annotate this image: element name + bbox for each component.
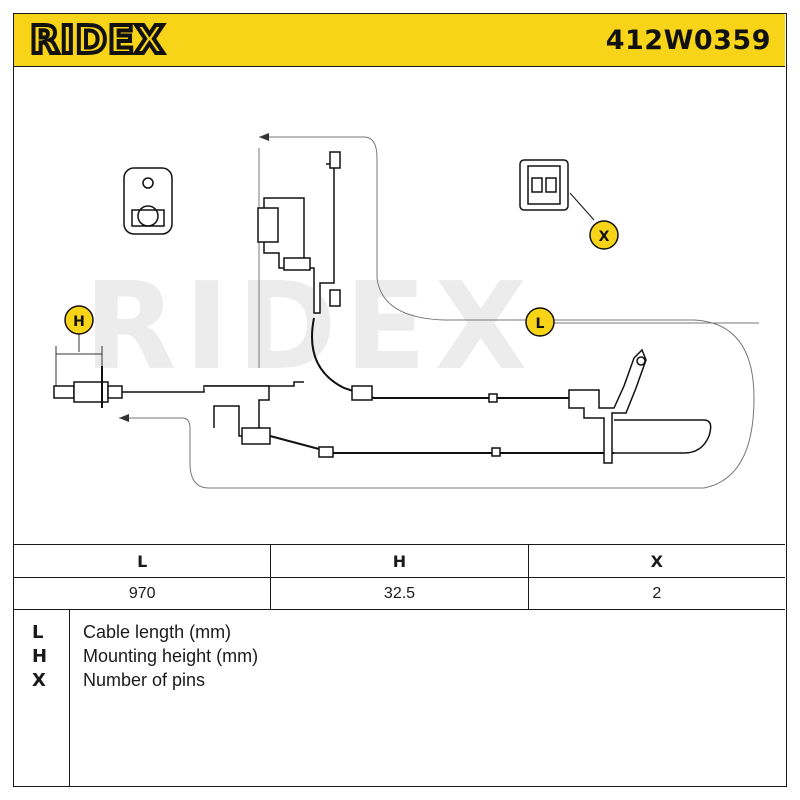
brand-logo: RIDEX bbox=[28, 20, 166, 60]
length-contour-line bbox=[119, 136, 755, 489]
callout-l-badge bbox=[525, 307, 555, 337]
header-bar: RIDEX 412W0359 bbox=[14, 14, 785, 67]
value-cell-x: 2 bbox=[652, 584, 662, 602]
callout-h-label: H bbox=[73, 314, 85, 330]
brand-logo-text: RIDEX bbox=[30, 20, 165, 60]
legend: L Cable length (mm) H Mounting height (m… bbox=[14, 610, 785, 786]
pin-face-inner bbox=[527, 165, 561, 205]
length-arrow-end bbox=[119, 414, 129, 422]
cable-clip-a bbox=[241, 427, 271, 445]
legend-key-l: L bbox=[32, 621, 44, 643]
callout-l-label: L bbox=[536, 316, 545, 332]
spec-table-header: L H X bbox=[14, 544, 785, 577]
legend-desc-h: Mounting height (mm) bbox=[83, 645, 259, 666]
connector-detail-core bbox=[131, 209, 165, 227]
bracket-tab-top bbox=[329, 151, 341, 169]
value-cell-l: 970 bbox=[14, 578, 272, 609]
legend-desc-x: Number of pins bbox=[83, 669, 206, 690]
legend-key-x: X bbox=[32, 669, 46, 691]
connector-detail-ring bbox=[137, 205, 159, 227]
value-cell-h: 32.5 bbox=[271, 578, 529, 609]
legend-key-h: H bbox=[32, 645, 48, 667]
bracket-tab-bottom bbox=[329, 289, 341, 307]
bracket-right bbox=[568, 348, 647, 464]
sensor-tip bbox=[53, 385, 75, 399]
cable-loop-right bbox=[614, 419, 712, 454]
header-cell-l: L bbox=[14, 545, 272, 577]
legend-desc-l: Cable length (mm) bbox=[83, 621, 232, 642]
cable-clip-e bbox=[488, 393, 498, 403]
spec-sheet: RIDEX 412W0359 RIDEX bbox=[13, 13, 787, 787]
header-cell-h: H bbox=[271, 545, 529, 577]
cable-main-lower bbox=[269, 435, 614, 454]
callout-h-badge bbox=[64, 305, 94, 335]
spec-table-values: 970 32.5 2 bbox=[14, 577, 785, 610]
length-arrow-start bbox=[259, 133, 269, 141]
callout-x-badge bbox=[589, 220, 619, 250]
drawing-canvas: RIDEX bbox=[53, 133, 759, 489]
connector-housing bbox=[257, 207, 279, 243]
technical-drawing: RIDEX bbox=[14, 68, 785, 544]
pin-face-pin-a bbox=[531, 177, 543, 193]
legend-divider bbox=[69, 610, 70, 786]
callout-l: L bbox=[525, 307, 555, 337]
spec-table: L H X 970 32.5 2 bbox=[14, 544, 785, 610]
cable-clip-b bbox=[318, 446, 334, 458]
bracket-right-hole bbox=[636, 356, 646, 366]
callout-x: X bbox=[589, 220, 619, 250]
cable-clip-c bbox=[491, 447, 501, 457]
cable-clip-d bbox=[351, 385, 373, 401]
callout-x-label: X bbox=[599, 229, 610, 245]
sensor-grommet bbox=[107, 385, 123, 399]
cable-upper-run bbox=[311, 317, 574, 399]
connector-latch bbox=[283, 257, 311, 271]
pin-face-leader bbox=[569, 192, 595, 221]
pin-face-pin-b bbox=[545, 177, 557, 193]
header-cell-x: X bbox=[650, 551, 663, 571]
callout-h: H bbox=[64, 305, 94, 335]
part-number: 412W0359 bbox=[605, 25, 771, 56]
connector-detail-hole bbox=[142, 177, 154, 189]
watermark-text: RIDEX bbox=[84, 258, 535, 397]
